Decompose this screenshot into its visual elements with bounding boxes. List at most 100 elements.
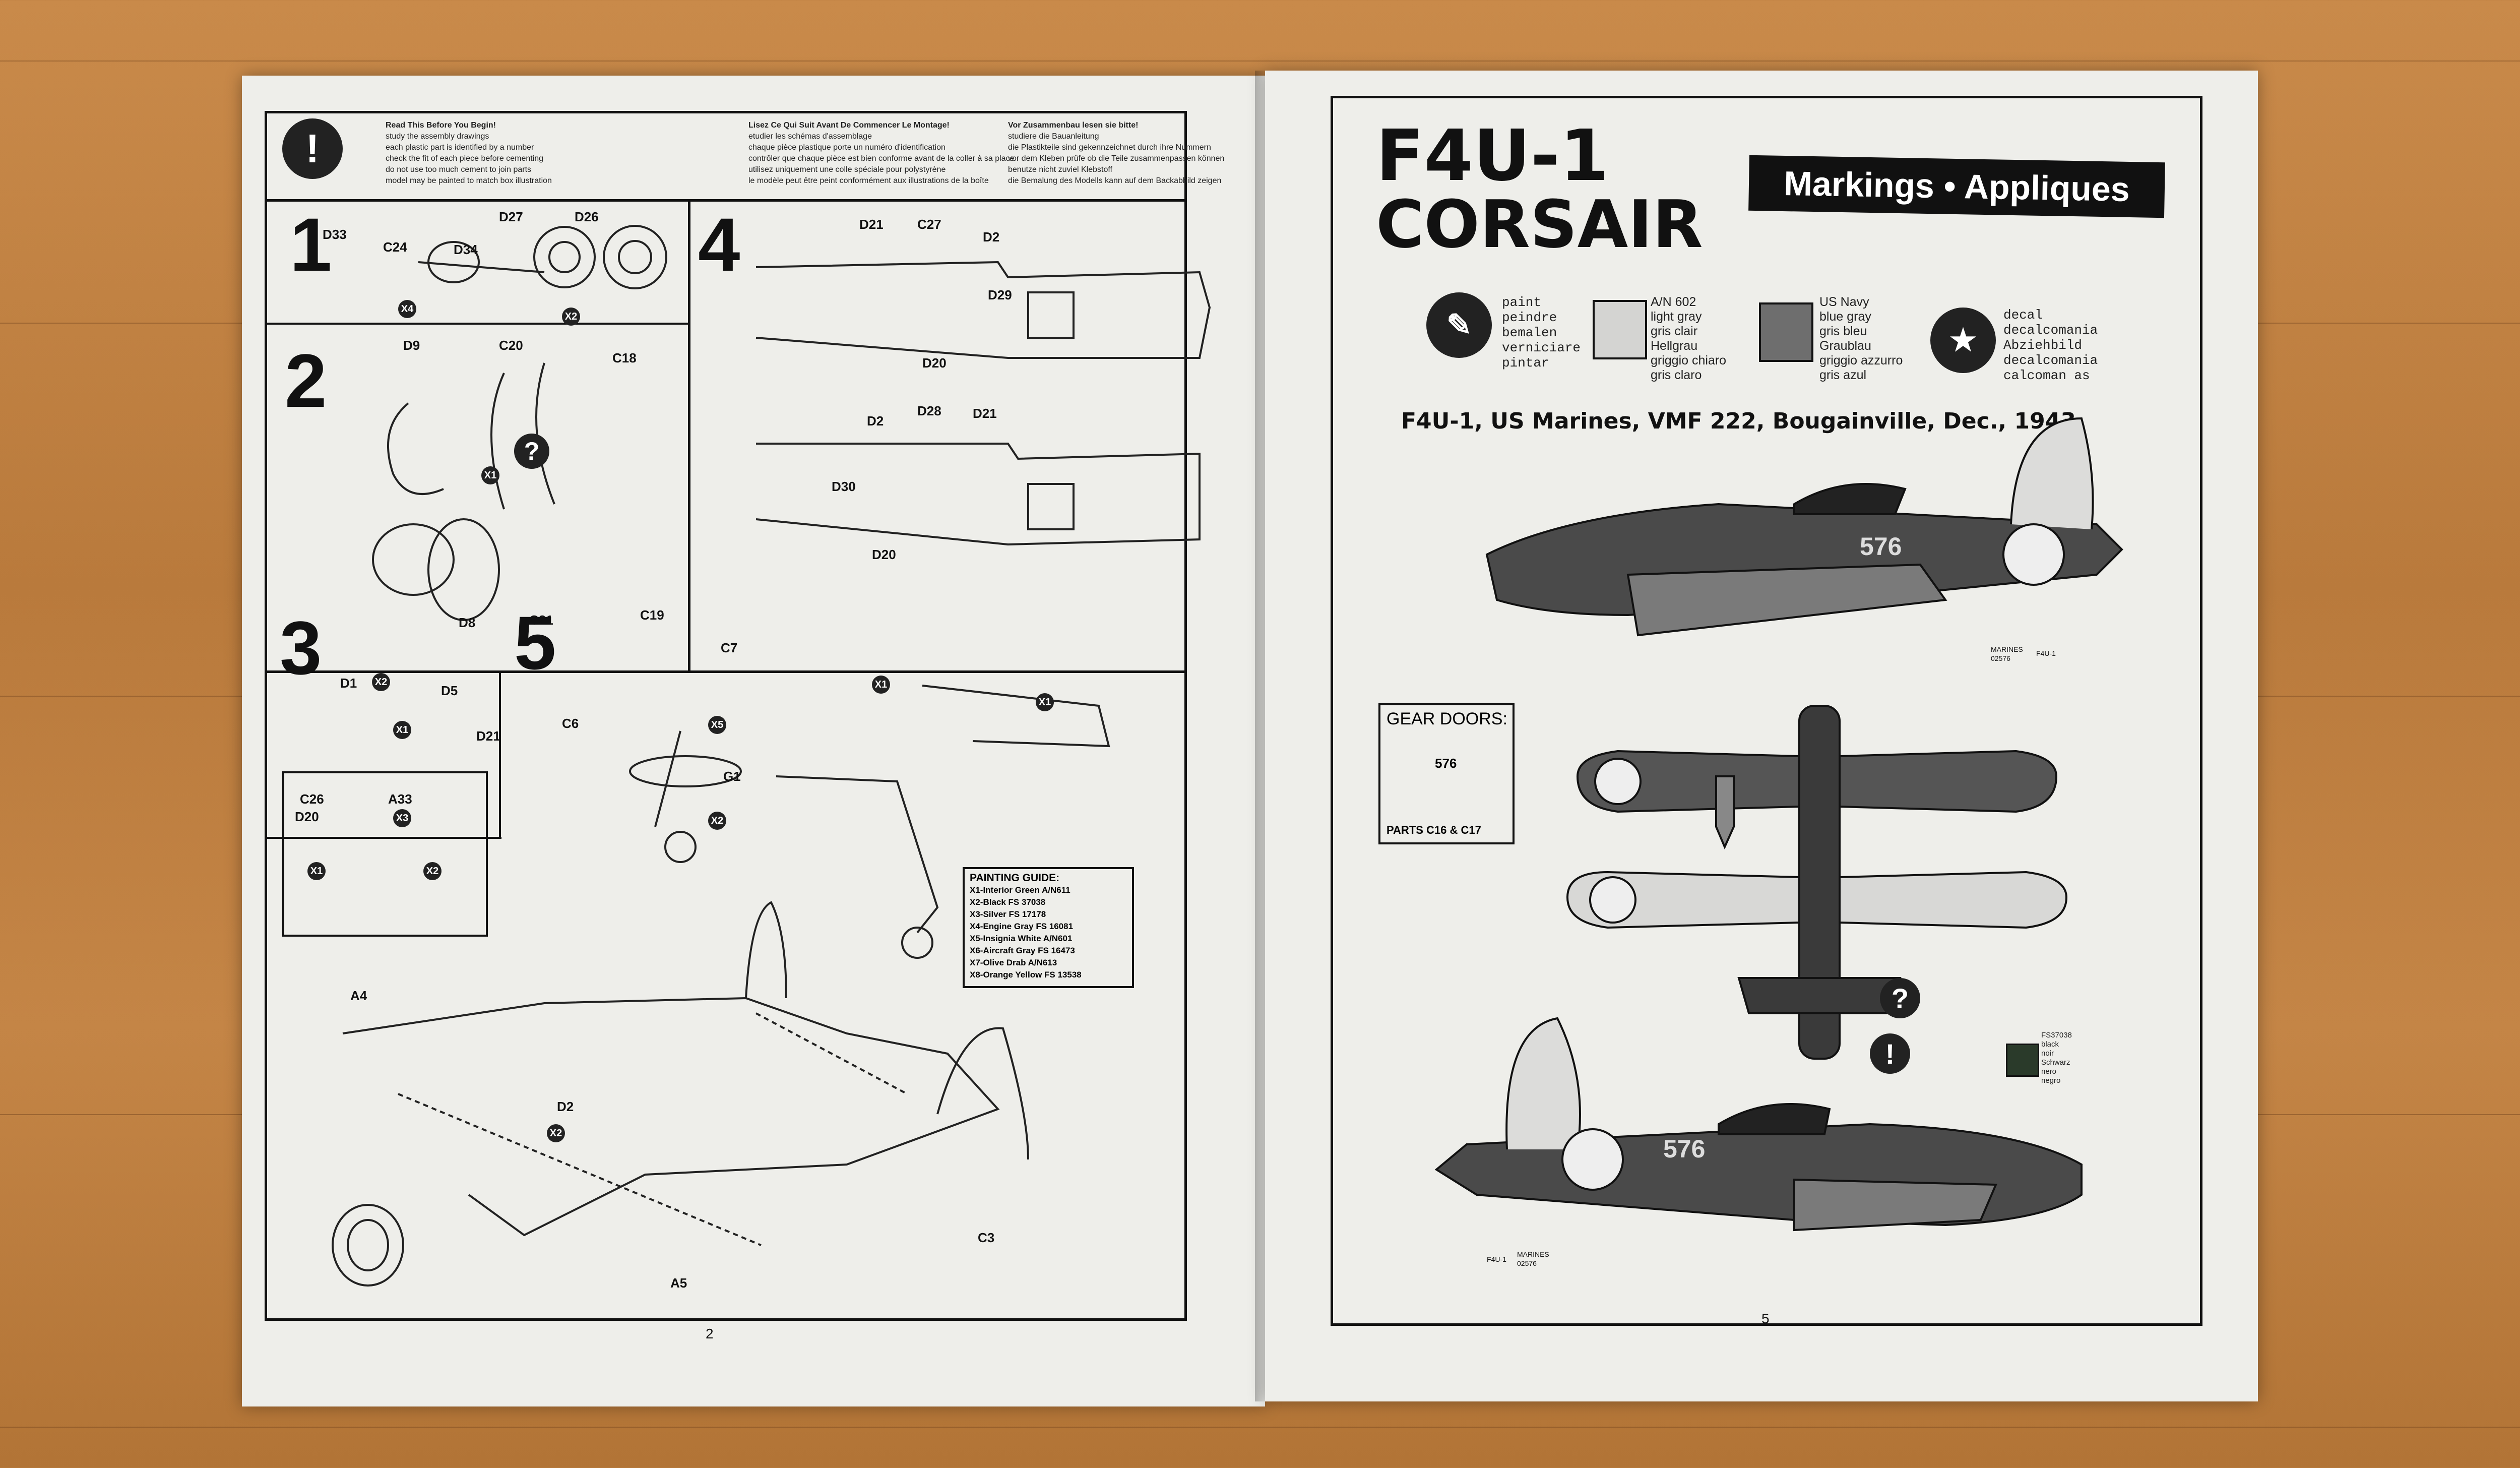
step-number: 5 (514, 600, 556, 685)
part-label: D1 (340, 676, 357, 691)
part-label: A5 (670, 1275, 687, 1291)
assembly-drawings (332, 225, 1211, 1287)
paint-badge: X4 (398, 300, 416, 318)
panel-divider (499, 670, 501, 837)
part-label: D8 (459, 615, 476, 630)
blue-gray-swatch (1759, 302, 1813, 362)
paint-badge: X2 (372, 673, 390, 691)
page-number: 5 (1761, 1311, 1770, 1326)
aircraft-profiles (1434, 417, 2123, 1232)
paint-badge: X1 (307, 862, 326, 880)
aircraft-number: 576 (1663, 1135, 1706, 1163)
part-label: C20 (499, 338, 523, 353)
painting-guide-item: X6-Aircraft Gray FS 16473 (970, 946, 1075, 955)
painting-guide-title: PAINTING GUIDE: (970, 872, 1060, 884)
step-number: 3 (280, 605, 322, 690)
paint-badge: X3 (393, 809, 411, 827)
marking-text: 02576 (1991, 654, 2010, 662)
marking-text: MARINES (1517, 1250, 1549, 1258)
marking-text: MARINES (1991, 645, 2023, 653)
part-label: D28 (917, 403, 941, 418)
instruction-page-left: ! Read This Before You Begin! study the … (242, 76, 1265, 1406)
aircraft-subtitle: F4U-1, US Marines, VMF 222, Bougainville… (1401, 408, 2076, 434)
step-number: 4 (698, 202, 740, 287)
light-gray-swatch (1593, 300, 1647, 359)
painting-guide-item: X3-Silver FS 17178 (970, 909, 1046, 919)
part-label: C21 (529, 613, 553, 628)
painting-guide-item: X4-Engine Gray FS 16081 (970, 922, 1074, 931)
paint-badge: X2 (423, 862, 442, 880)
part-label: D20 (295, 809, 319, 824)
painting-guide-item: X5-Insignia White A/N601 (970, 934, 1073, 943)
gear-doors-box: GEAR DOORS: 576 PARTS C16 & C17 (1378, 703, 1515, 844)
gear-doors-title: GEAR DOORS: (1387, 709, 1507, 728)
black-swatch (2006, 1044, 2039, 1077)
part-label: C18 (612, 350, 637, 365)
part-label: D30 (832, 479, 856, 494)
part-label: C27 (917, 217, 941, 232)
part-label: D21 (476, 728, 500, 744)
paint-badge: X1 (481, 466, 499, 484)
part-label: C19 (640, 607, 664, 623)
panel-divider (265, 670, 1187, 673)
part-label: C26 (300, 791, 324, 807)
painting-guide-item: X7-Olive Drab A/N613 (970, 958, 1057, 967)
part-label: A4 (350, 988, 367, 1003)
part-label: C3 (978, 1230, 995, 1245)
warning-icon: ! (1870, 1033, 1910, 1074)
part-label: C24 (383, 239, 407, 255)
paint-brush-icon: ✎ (1426, 292, 1492, 358)
part-label: D20 (922, 355, 947, 371)
paint-badge: X1 (1036, 693, 1054, 711)
left-page-frame (265, 111, 1187, 1321)
part-label: A33 (388, 791, 412, 807)
floor-seam (0, 1427, 2520, 1428)
painting-guide: PAINTING GUIDE: X1-Interior Green A/N611… (963, 867, 1134, 988)
step-number: 2 (285, 338, 327, 423)
painting-guide-item: X2-Black FS 37038 (970, 897, 1046, 907)
part-label: D21 (973, 406, 997, 421)
marking-text: F4U-1 (2036, 649, 2056, 657)
paint-badge: X2 (708, 812, 726, 830)
paint-badge: X5 (708, 716, 726, 734)
decal-icon: ★ (1930, 308, 1996, 373)
part-label: D34 (454, 242, 478, 257)
question-icon: ? (514, 434, 549, 469)
part-label: D20 (872, 547, 896, 562)
paint-badge: X2 (562, 308, 580, 326)
title-line-2: CORSAIR (1376, 186, 1703, 263)
question-icon: ? (1880, 978, 1920, 1018)
title-line-1: F4U-1 (1376, 115, 1609, 197)
panel-divider (688, 199, 690, 673)
part-label: D26 (575, 209, 599, 224)
part-label: D9 (403, 338, 420, 353)
markings-page-right: F4U-1 CORSAIR Markings • Appliques ✎ pai… (1265, 71, 2258, 1401)
part-label: D5 (441, 683, 458, 698)
step-number: 1 (290, 202, 332, 287)
part-label: D33 (323, 227, 347, 242)
part-label: D29 (988, 287, 1012, 302)
part-label: G1 (723, 769, 741, 784)
gear-doors-number: 576 (1435, 756, 1457, 771)
gear-doors-parts: PARTS C16 & C17 (1387, 824, 1481, 836)
paint-badge: X1 (872, 676, 890, 694)
painting-guide-item: X8-Orange Yellow FS 13538 (970, 970, 1082, 980)
part-label: D27 (499, 209, 523, 224)
part-label: D2 (867, 413, 884, 429)
sub-assembly-box (282, 771, 488, 937)
instructions-french: Lisez Ce Qui Suit Avant De Commencer Le … (748, 121, 1015, 185)
paint-badge: X2 (547, 1124, 565, 1142)
panel-divider (265, 837, 501, 839)
part-label: D2 (557, 1099, 574, 1114)
instructions-german: Vor Zusammenbau lesen sie bitte! studier… (1008, 121, 1225, 185)
part-label: C6 (562, 716, 579, 731)
aircraft-number: 576 (1860, 532, 1902, 561)
panel-divider (265, 323, 690, 325)
part-label: D2 (983, 229, 1000, 244)
right-page-frame (1331, 96, 2202, 1326)
